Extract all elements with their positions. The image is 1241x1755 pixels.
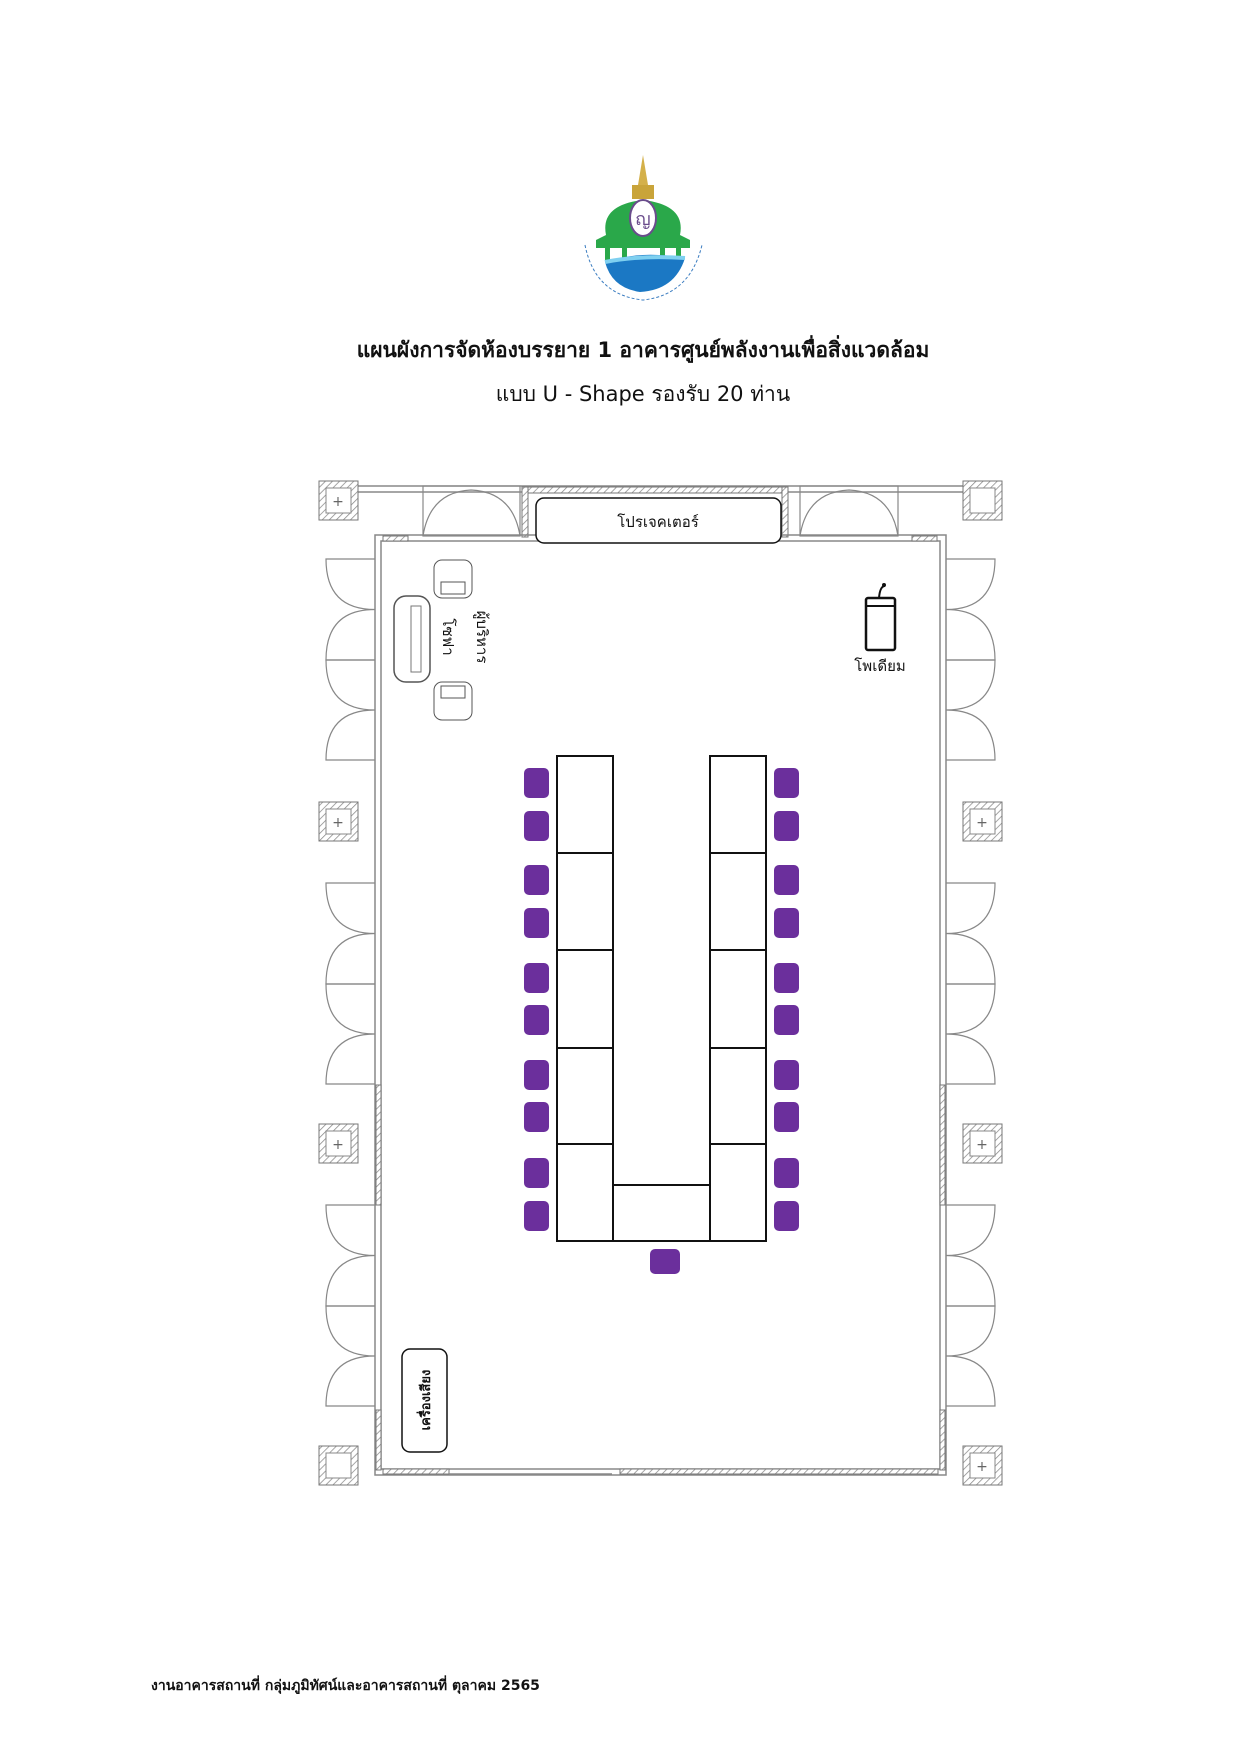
side-door-left	[325, 1305, 376, 1407]
pillar	[318, 1445, 359, 1486]
executive-label: ผู้บริหาร	[473, 611, 491, 664]
svg-text:+: +	[976, 1137, 988, 1153]
executive-seating: โซฟา ผู้บริหาร	[393, 559, 491, 721]
sofa-label: โซฟา	[439, 618, 457, 655]
table-bottom	[612, 1184, 711, 1242]
side-door-right	[945, 983, 996, 1085]
svg-text:+: +	[332, 815, 344, 831]
projector-screen: โปรเจคเตอร์	[535, 497, 782, 544]
organization-logo: ญ	[584, 155, 703, 301]
side-door-left	[325, 659, 376, 761]
side-door-right	[945, 1204, 996, 1307]
table-right	[709, 1143, 767, 1242]
table-right	[709, 755, 767, 854]
pillar: +	[318, 801, 359, 842]
u-shape-tables	[556, 755, 767, 1242]
table-right	[709, 949, 767, 1049]
pillar	[962, 480, 1003, 521]
svg-text:+: +	[332, 494, 344, 510]
footer-text: งานอาคารสถานที่ กลุ่มภูมิทัศน์และอาคารสถ…	[151, 1675, 540, 1694]
pillar: +	[318, 480, 359, 521]
chair	[524, 811, 549, 841]
chair	[524, 963, 549, 993]
side-door-right	[945, 558, 996, 661]
armchair-icon	[433, 681, 473, 721]
chair	[774, 1060, 799, 1090]
podium-label: โพเดียม	[854, 657, 906, 675]
pillar: +	[318, 1123, 359, 1164]
chair	[774, 963, 799, 993]
chair	[774, 1158, 799, 1188]
chair	[524, 1005, 549, 1035]
armchair-icon	[433, 559, 473, 599]
table-right	[709, 852, 767, 951]
side-door-right	[945, 1305, 996, 1407]
plan-subtitle: แบบ U - Shape รองรับ 20 ท่าน	[496, 382, 790, 406]
side-door-left	[325, 558, 376, 661]
chair	[524, 1201, 549, 1231]
podium-icon: โพเดียม	[854, 583, 906, 675]
svg-text:+: +	[332, 1137, 344, 1153]
chair	[774, 1102, 799, 1132]
side-door-right	[945, 659, 996, 761]
side-door-right	[945, 882, 996, 985]
sound-system: เครื่องเสียง	[401, 1348, 448, 1453]
chair	[650, 1249, 680, 1274]
chair	[524, 1060, 549, 1090]
chair	[524, 1158, 549, 1188]
chair	[524, 908, 549, 938]
table-left	[556, 755, 614, 854]
plan-title: แผนผังการจัดห้องบรรยาย 1 อาคารศูนย์พลังง…	[357, 334, 930, 364]
chair	[774, 768, 799, 798]
svg-text:+: +	[976, 815, 988, 831]
chair	[774, 865, 799, 895]
table-left	[556, 1047, 614, 1145]
chair	[774, 1201, 799, 1231]
chair	[774, 908, 799, 938]
pillars: + + + + + +	[318, 480, 1003, 1486]
table-left	[556, 949, 614, 1049]
table-right	[709, 1047, 767, 1145]
svg-text:ญ: ญ	[635, 209, 650, 230]
sound-system-label: เครื่องเสียง	[416, 1370, 434, 1431]
side-door-left	[325, 882, 376, 985]
table-left	[556, 852, 614, 951]
pillar: +	[962, 1445, 1003, 1486]
chair	[524, 865, 549, 895]
sofa-icon	[393, 595, 431, 683]
chair	[524, 1102, 549, 1132]
svg-text:+: +	[976, 1459, 988, 1475]
projector-label: โปรเจคเตอร์	[617, 513, 699, 531]
chair	[774, 1005, 799, 1035]
chair	[524, 768, 549, 798]
pillar: +	[962, 1123, 1003, 1164]
pillar: +	[962, 801, 1003, 842]
chair	[774, 811, 799, 841]
table-left	[556, 1143, 614, 1242]
top-door-right	[799, 485, 899, 537]
side-door-left	[325, 983, 376, 1085]
top-door-left	[422, 485, 521, 537]
doors	[325, 485, 996, 1407]
side-door-left	[325, 1204, 376, 1307]
chairs	[524, 768, 799, 1274]
